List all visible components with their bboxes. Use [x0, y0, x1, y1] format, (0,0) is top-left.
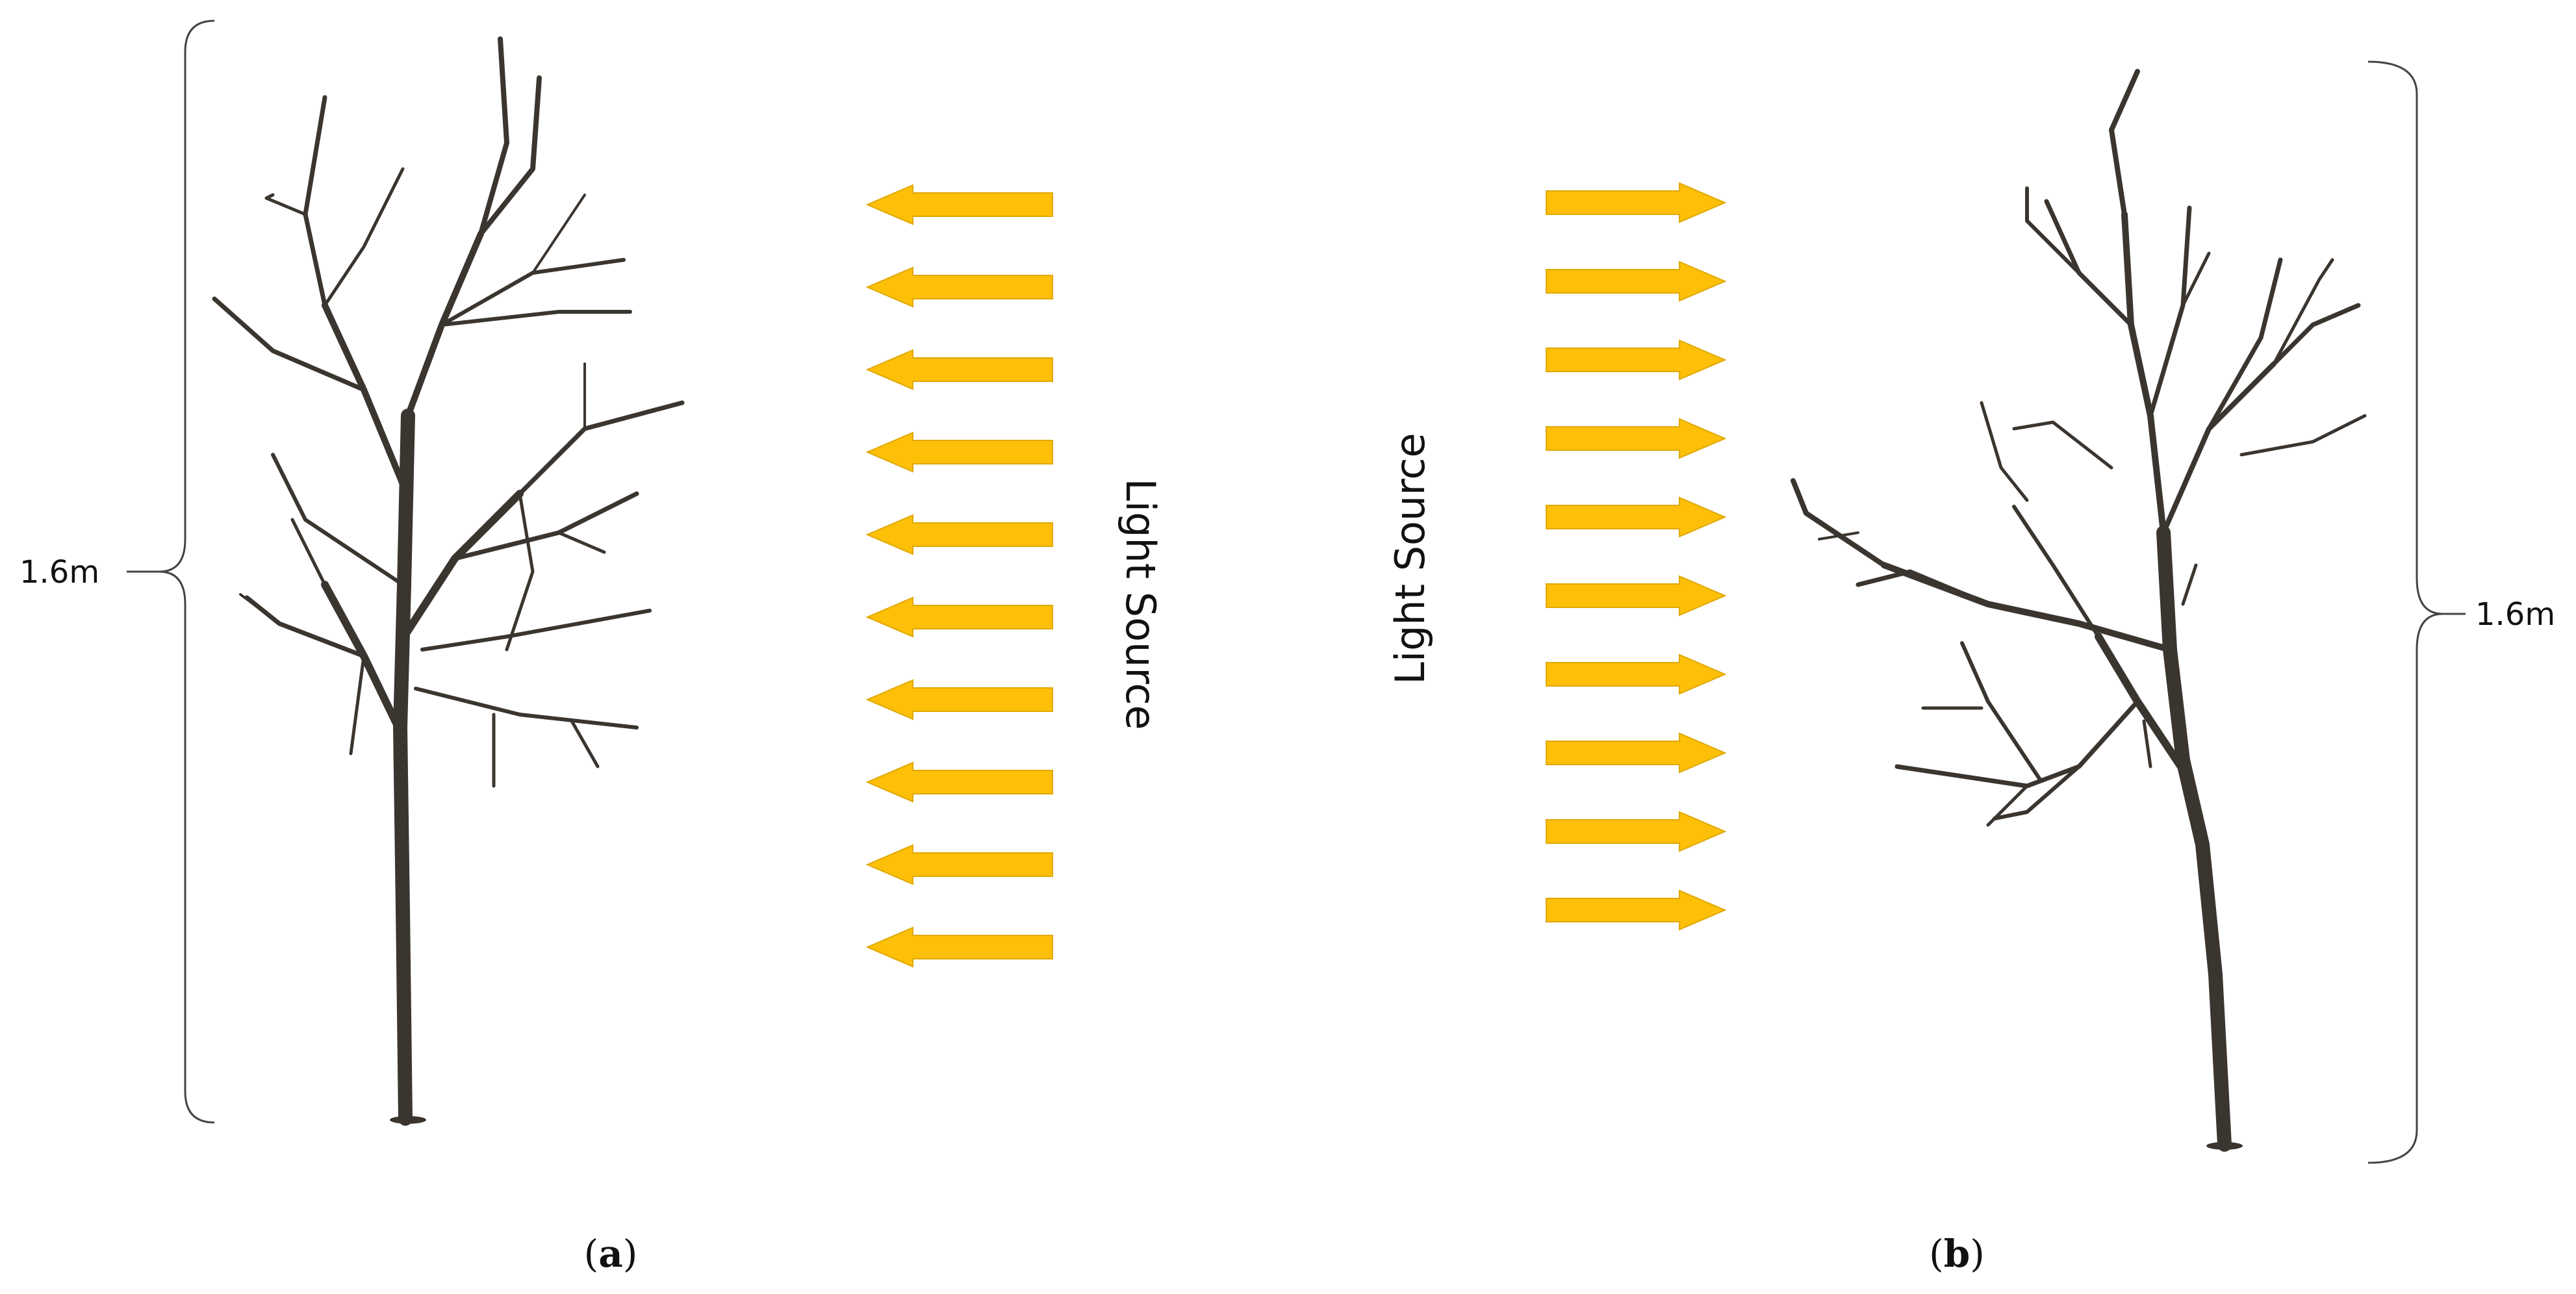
light-arrow-a-4: [865, 431, 1053, 473]
light-arrows-a: [865, 184, 1053, 968]
caption-a-letter: a: [598, 1232, 623, 1276]
light-arrow-a-8: [865, 761, 1053, 803]
height-bracket-a: [159, 19, 215, 1124]
height-label-a: 1.6m: [19, 554, 99, 590]
light-arrow-a-1: [865, 184, 1053, 225]
light-arrow-b-3: [1546, 339, 1727, 381]
light-arrow-a-6: [865, 596, 1053, 638]
light-arrow-a-7: [865, 679, 1053, 720]
caption-b: (b): [1929, 1232, 1985, 1276]
light-arrow-a-10: [865, 926, 1053, 968]
light-source-label-a: Light Source: [1117, 478, 1164, 729]
light-arrow-b-2: [1546, 260, 1727, 302]
caption-b-letter: b: [1944, 1232, 1970, 1276]
light-arrow-b-8: [1546, 732, 1727, 774]
light-arrow-a-2: [865, 266, 1053, 308]
tree-a: [212, 36, 685, 1126]
caption-a: (a): [584, 1232, 638, 1276]
light-arrow-a-9: [865, 844, 1053, 885]
panel-a: 1.6m: [19, 19, 1164, 1276]
light-arrow-a-3: [865, 349, 1053, 390]
light-source-label-b: Light Source: [1386, 433, 1434, 684]
light-arrow-b-6: [1546, 575, 1727, 616]
light-arrow-b-4: [1546, 418, 1727, 459]
light-arrow-b-5: [1546, 496, 1727, 538]
height-bracket-b: [2367, 60, 2443, 1164]
light-arrow-b-9: [1546, 811, 1727, 852]
height-label-b: 1.6m: [2475, 596, 2555, 633]
light-arrow-b-10: [1546, 889, 1727, 931]
light-arrow-b-7: [1546, 653, 1727, 695]
tree-b: [1791, 69, 2367, 1152]
light-arrow-b-1: [1546, 182, 1727, 223]
light-arrow-a-5: [865, 514, 1053, 555]
panel-b: Light Source: [1386, 60, 2555, 1276]
light-arrows-b: [1546, 182, 1727, 931]
